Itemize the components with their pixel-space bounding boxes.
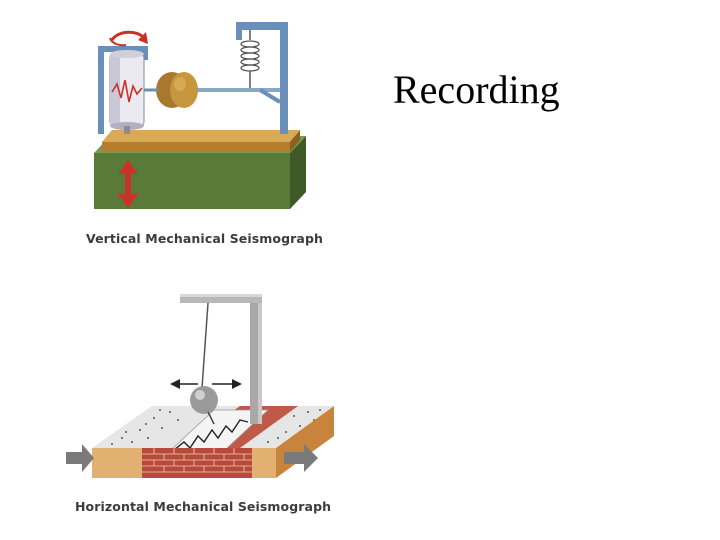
pendulum-wire: [201, 302, 209, 389]
drum-frame: [98, 46, 148, 134]
vertical-seismograph-illustration: [94, 22, 306, 209]
slide-title: Recording: [393, 67, 560, 112]
mass-frame: [236, 22, 288, 134]
recording-drum: [109, 50, 145, 134]
horizontal-seismograph-caption: Horizontal Mechanical Seismograph: [75, 499, 332, 514]
wood-base: [102, 142, 290, 152]
ground-left-arrow-icon: [66, 444, 94, 472]
horizontal-motion-arrow: [170, 379, 242, 389]
horizontal-seismograph-illustration: [66, 294, 334, 478]
vertical-seismograph-caption: Vertical Mechanical Seismograph: [86, 231, 324, 246]
ground-side: [290, 136, 306, 209]
rotation-arrow-icon: [109, 30, 148, 47]
seismogram-trace: [173, 419, 249, 451]
vertical-motion-arrow: [118, 160, 138, 208]
pendulum-mass: [156, 72, 198, 108]
pendulum-mass: [190, 386, 218, 414]
brick-wall: [142, 448, 252, 478]
spring-icon: [240, 30, 260, 88]
wood-base-top: [102, 130, 300, 142]
horizontal-seismograph-figure: [62, 288, 342, 520]
ground-right-arrow-icon: [284, 444, 318, 472]
vertical-seismograph-figure: [80, 10, 320, 250]
pen-stylus: [207, 411, 215, 425]
support-pole: [180, 294, 262, 424]
